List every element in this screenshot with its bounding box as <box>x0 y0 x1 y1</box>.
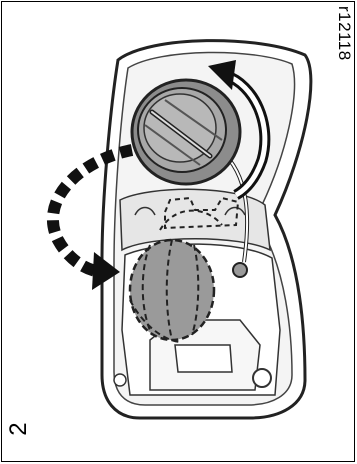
step-number: 2 <box>4 414 34 444</box>
fuel-cap-dashed-position <box>130 240 214 342</box>
fuel-cap-icon <box>132 80 240 184</box>
reference-code: r12118 <box>334 6 354 61</box>
